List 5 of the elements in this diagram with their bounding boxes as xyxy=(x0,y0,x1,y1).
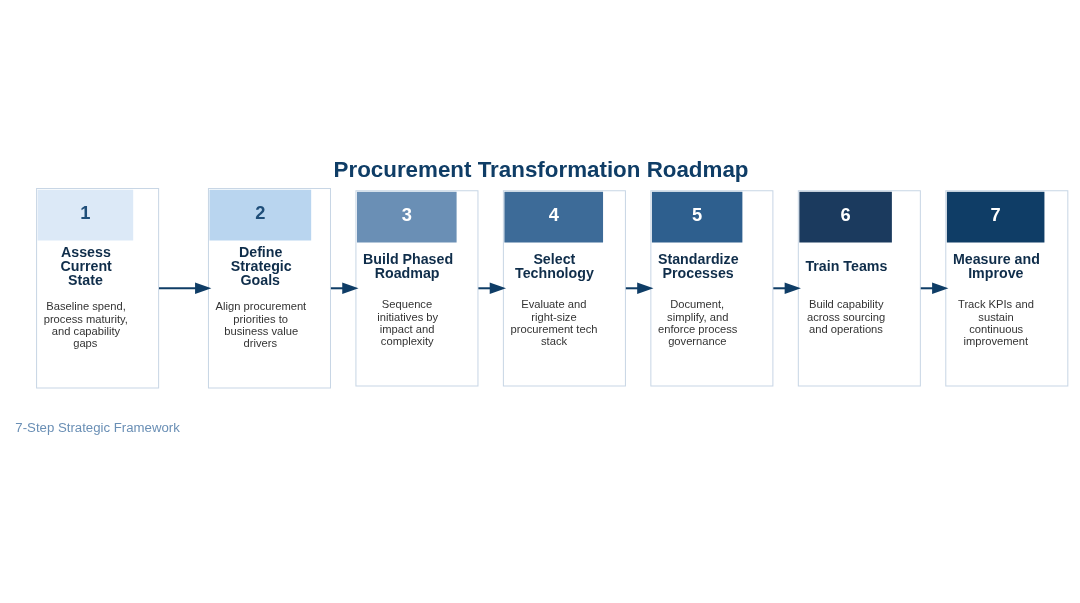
arrow xyxy=(773,282,801,294)
diagram-title: Procurement Transformation Roadmap xyxy=(333,157,749,183)
label: 7-Step Strategic Framework xyxy=(15,420,180,436)
arrow xyxy=(478,282,506,294)
arrow xyxy=(159,282,212,294)
